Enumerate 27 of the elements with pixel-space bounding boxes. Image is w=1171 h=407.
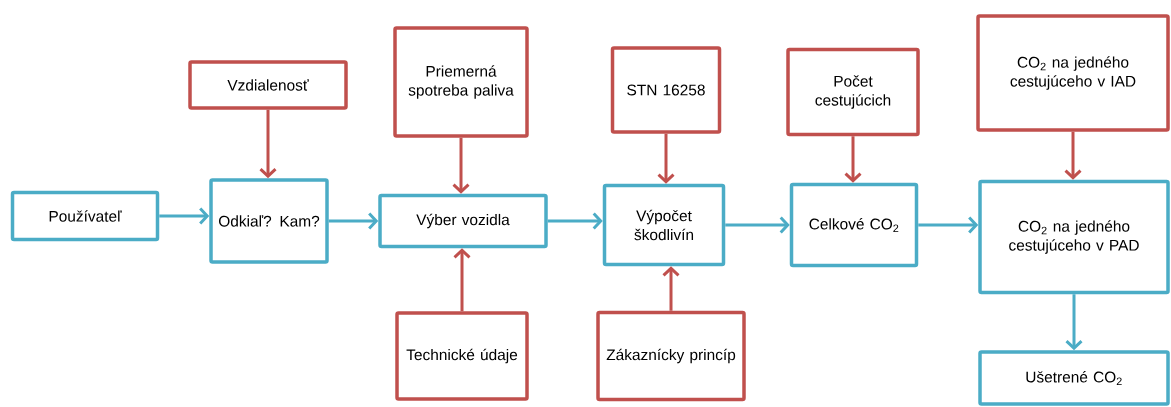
arrow [662,266,680,311]
arrow [453,248,471,312]
arrow [725,216,790,234]
arrow [657,133,675,184]
arrow [547,212,603,230]
input-box: CO$_{2}$ na jedného cestujúceho v IAD [976,14,1170,132]
input-box: STN 16258 [610,46,722,134]
process-box: CO$_{2}$ na jedného cestujúceho v PAD [978,179,1170,295]
process-box: Odkiaľ? Kam? [209,178,329,264]
input-box: Priemerná spotreba paliva [393,26,529,138]
arrow [259,109,277,179]
arrow [328,212,379,230]
process-box: Používateľ [10,190,160,242]
process-box: Výber vozidla [378,193,548,249]
process-box: Celkové CO$_{2}$ [789,182,919,268]
arrow [844,136,862,183]
input-box: Technické údaje [395,311,529,401]
input-box: Vzdialenosť [188,60,348,110]
arrow [159,207,210,225]
arrow [1065,294,1083,351]
arrow [918,216,979,234]
arrow [1064,131,1082,180]
input-box: Zákaznícky princíp [596,310,746,402]
arrow [452,137,470,194]
input-box: Počet cestujúcich [786,47,920,137]
process-box: Ušetrené CO$_{2}$ [978,350,1170,406]
process-box: Výpočet škodlivín [602,183,726,267]
